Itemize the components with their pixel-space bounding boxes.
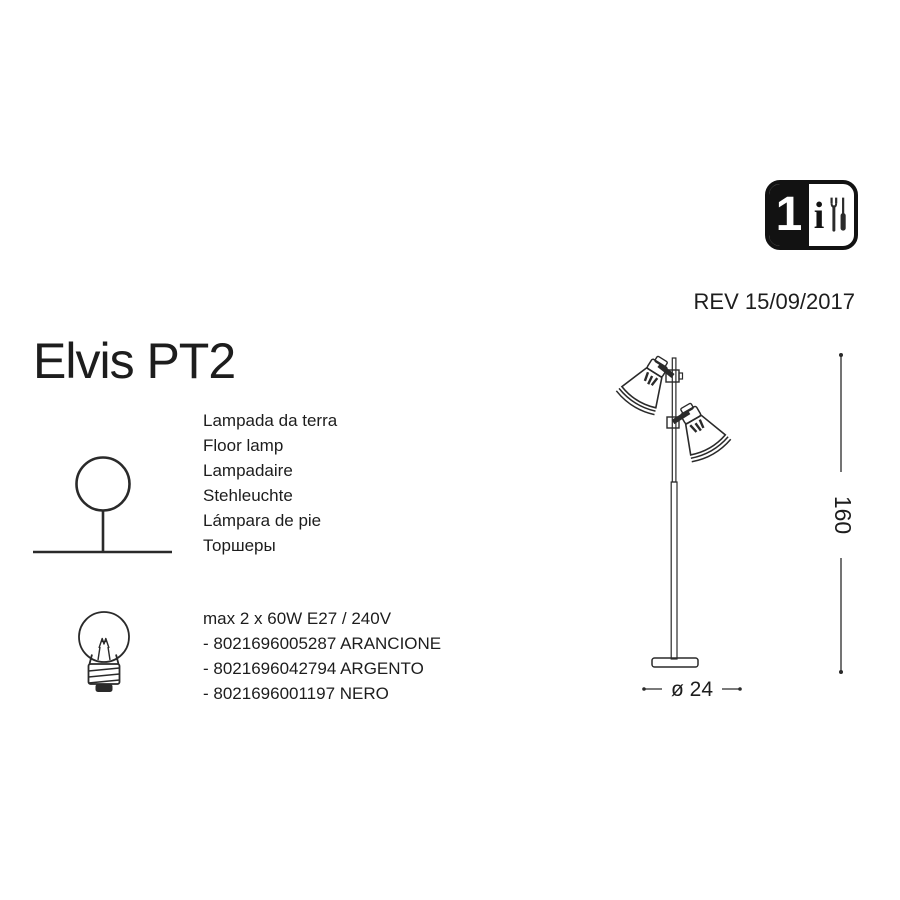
lower-bracket — [666, 416, 680, 429]
description-line-fr: Lampadaire — [203, 461, 293, 480]
spec-variant-argento: - 8021696042794 ARGENTO — [203, 659, 424, 678]
diameter-dimension: ø 24 — [642, 678, 742, 701]
description-line-es: Lámpara de pie — [203, 511, 322, 530]
upper-bracket-knob — [678, 372, 684, 380]
lower-lamp-head — [680, 402, 732, 463]
badge-info-section: i — [809, 184, 854, 246]
technical-drawing: 160 ø 24 — [615, 353, 856, 701]
lamp-pole-lower — [670, 481, 678, 660]
description-line-en: Floor lamp — [203, 436, 284, 455]
lamp-base — [651, 657, 699, 668]
revision-text: REV 15/09/2017 — [693, 289, 855, 314]
badge-number: 1 — [769, 184, 809, 246]
spec-variant-arancione: - 8021696005287 ARANCIONE — [203, 634, 442, 653]
screwdriver-icon — [840, 197, 846, 231]
page-title: Elvis PT2 — [33, 333, 236, 389]
description-line-de: Stehleuchte — [203, 486, 293, 505]
height-dimension: 160 — [830, 353, 856, 674]
fork-icon — [830, 197, 838, 232]
diameter-dimension-label: ø 24 — [671, 678, 713, 701]
tools-icon — [830, 197, 846, 232]
instruction-badge: 1 i — [765, 180, 858, 250]
bulb-icon — [78, 611, 130, 692]
info-icon: i — [813, 195, 825, 237]
spec-power: max 2 x 60W E27 / 240V — [203, 609, 392, 628]
vent-slots — [689, 419, 705, 433]
spec-block: max 2 x 60W E27 / 240V - 8021696005287 A… — [203, 606, 441, 706]
upper-lamp-head — [615, 355, 668, 416]
spec-variant-nero: - 8021696001197 NERO — [203, 684, 389, 703]
floor-lamp-icon — [33, 456, 172, 554]
vent-slots — [643, 371, 659, 386]
description-line-ru: Торшеры — [203, 536, 276, 555]
description-line-it: Lampada da terra — [203, 411, 338, 430]
height-dimension-label: 160 — [830, 496, 856, 534]
product-descriptions: Lampada da terra Floor lamp Lampadaire S… — [203, 408, 337, 558]
